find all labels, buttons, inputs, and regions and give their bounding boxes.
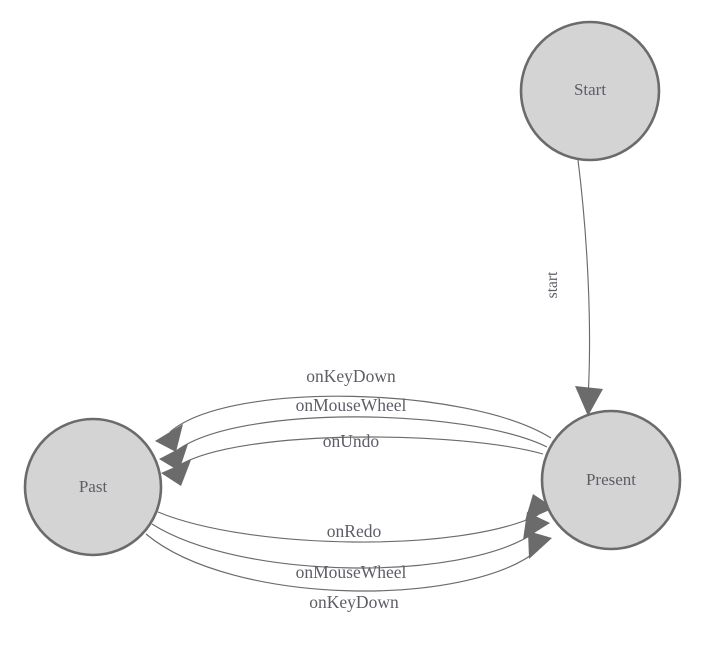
edge-onundo[interactable] [161, 436, 544, 486]
node-start-circle [519, 20, 661, 162]
edge-onmousewheel-up-path [174, 416, 548, 453]
edge-onkeydown-dn-arrowhead [528, 531, 552, 559]
node-present-label: Present [586, 470, 636, 489]
edge-label-onmousewheel-dn: onMouseWheel [296, 562, 407, 582]
edge-label-onmousewheel-up: onMouseWheel [296, 395, 407, 415]
node-past-label: Past [79, 477, 108, 496]
edge-label-onkeydown-dn: onKeyDown [309, 592, 399, 612]
edge-label-onredo: onRedo [327, 521, 382, 541]
edge-onundo-path [177, 436, 544, 467]
edge-onundo-arrowhead [161, 460, 191, 486]
edge-start[interactable] [575, 159, 603, 416]
edge-label-start: start [544, 271, 561, 298]
edge-onkeydown-up-path [169, 395, 552, 439]
edge-onredo-arrowhead [525, 494, 554, 521]
node-start[interactable]: Start [519, 20, 661, 162]
node-past[interactable]: Past [23, 417, 163, 557]
edge-start-arrowhead [575, 386, 603, 416]
edge-onmousewheel-dn-path [151, 523, 535, 569]
node-present-circle [540, 409, 682, 551]
edge-onredo[interactable] [157, 494, 554, 543]
edge-onkeydown-up-arrowhead [155, 424, 183, 452]
edge-start-path [577, 159, 591, 399]
edge-label-onundo: onUndo [323, 431, 380, 451]
edge-onkeydown-up[interactable] [155, 395, 552, 452]
edge-onredo-path [157, 511, 539, 543]
edge-onkeydown-dn[interactable] [145, 531, 552, 592]
node-present[interactable]: Present [540, 409, 682, 551]
edge-onkeydown-dn-path [145, 533, 539, 592]
node-start-label: Start [574, 80, 606, 99]
edge-label-onkeydown-up: onKeyDown [306, 366, 396, 386]
node-past-circle [23, 417, 163, 557]
